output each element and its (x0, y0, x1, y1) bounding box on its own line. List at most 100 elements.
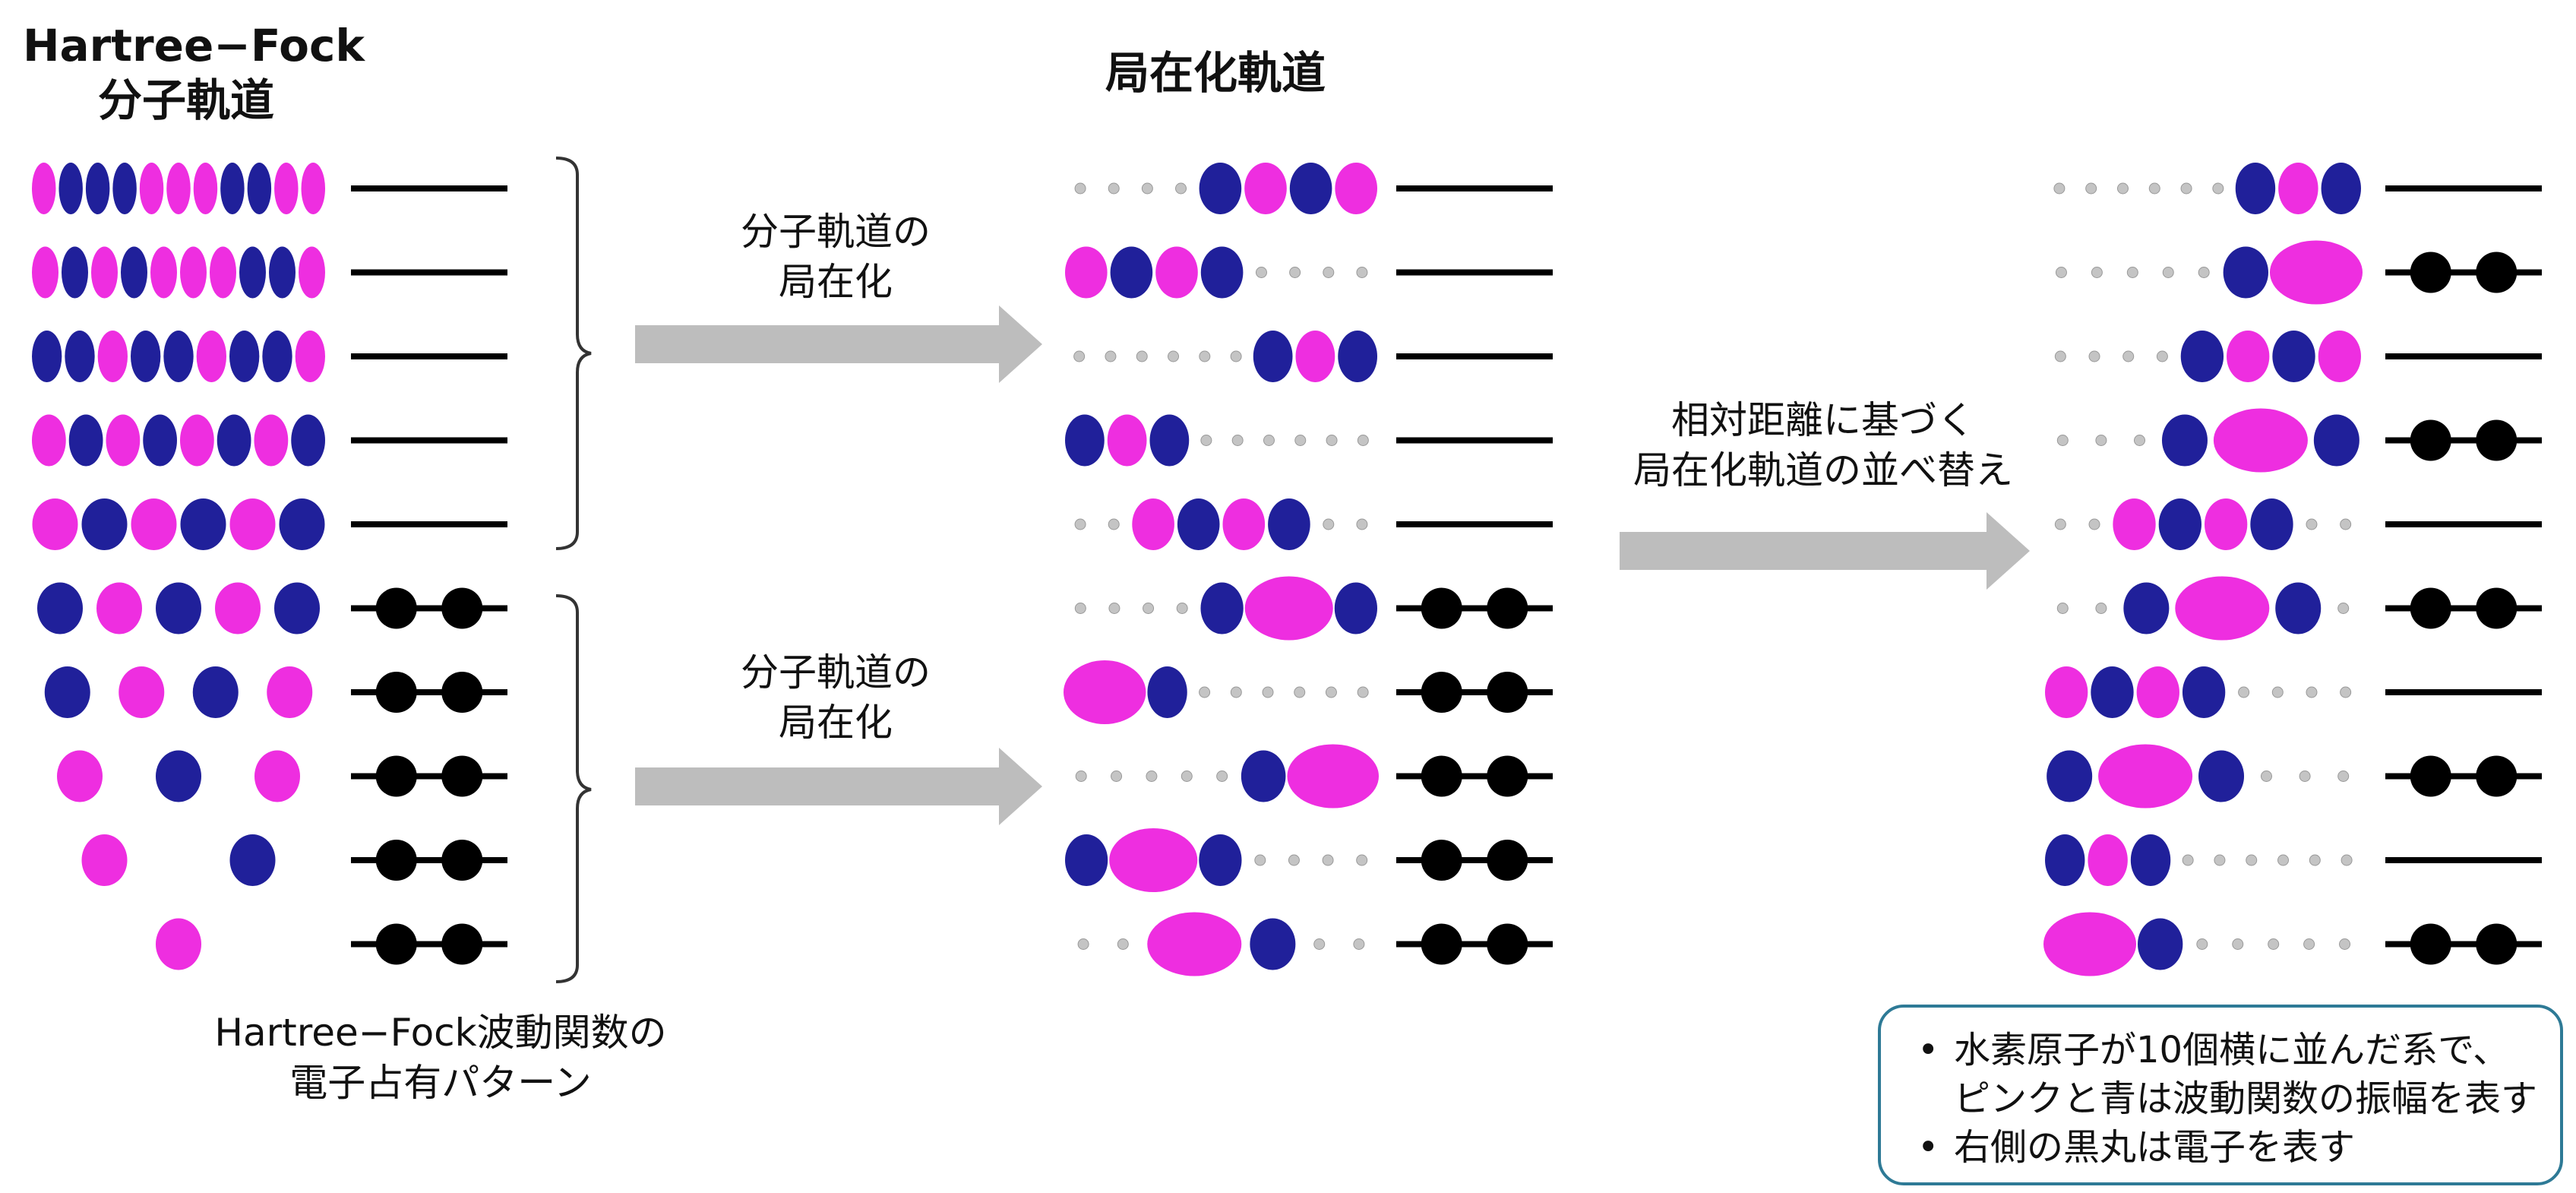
localize-label-lower-line2: 局在化 (779, 701, 893, 745)
positive-lobe (106, 414, 141, 467)
positive-lobe (2045, 666, 2088, 718)
electron-dot (1487, 923, 1528, 965)
hydrogen-atom (1356, 854, 1368, 866)
energy-level-10 (2385, 923, 2542, 965)
negative-lobe (1250, 918, 1296, 970)
positive-lobe (139, 163, 164, 214)
hydrogen-atom (2095, 603, 2107, 614)
hydrogen-atom (1255, 267, 1267, 278)
hydrogen-atom (1322, 854, 1334, 866)
positive-lobe (32, 414, 66, 467)
negative-lobe (229, 834, 276, 886)
hydrogen-atom (1313, 938, 1326, 950)
electron-dot (2476, 252, 2518, 293)
orbital-row-4 (32, 414, 325, 467)
electron-dot (2410, 252, 2451, 293)
hydrogen-atom (1108, 182, 1120, 195)
hydrogen-atom (2271, 686, 2284, 698)
negative-lobe (2182, 666, 2226, 718)
negative-lobe (121, 246, 147, 299)
orbital-row-4 (1065, 414, 1369, 467)
orbital-row-2 (2055, 240, 2363, 305)
negative-lobe (1241, 750, 1286, 802)
hydrogen-atom (1073, 350, 1086, 362)
hydrogen-atom (2340, 686, 2352, 698)
localized-orbitals (1064, 163, 1380, 976)
electron-dot (2410, 755, 2451, 797)
electron-dot (2476, 923, 2518, 965)
electron-dot (2410, 419, 2451, 461)
positive-lobe (215, 582, 261, 634)
positive-lobe (2213, 408, 2308, 473)
energy-level-8 (351, 755, 507, 797)
positive-lobe (1295, 331, 1335, 382)
negative-lobe (279, 498, 325, 550)
negative-lobe (81, 498, 128, 550)
hydrogen-atom (2182, 854, 2194, 866)
negative-lobe (2272, 331, 2315, 382)
energy-level-4 (2385, 419, 2542, 461)
hartree-fock-orbitals (32, 163, 326, 970)
negative-lobe (1200, 246, 1244, 299)
positive-lobe (1132, 498, 1174, 550)
orbital-row-3 (2054, 331, 2361, 382)
positive-lobe (150, 246, 177, 299)
reordered-localized-orbitals (2043, 163, 2363, 976)
localize-arrow-lower (635, 748, 1042, 825)
negative-lobe (269, 246, 296, 299)
electron-dot (441, 672, 483, 713)
positive-lobe (2269, 240, 2363, 305)
negative-lobe (58, 163, 83, 214)
orbital-row-9 (1065, 828, 1368, 892)
positive-lobe (196, 331, 227, 382)
hydrogen-atom (1289, 267, 1301, 278)
localize-arrow-upper (635, 305, 1042, 383)
hydrogen-atom (1200, 435, 1212, 446)
hydrogen-atom (1254, 854, 1266, 866)
negative-lobe (2091, 666, 2134, 718)
positive-lobe (267, 666, 313, 718)
hydrogen-atom (1077, 938, 1089, 950)
positive-lobe (1222, 498, 1266, 550)
hydrogen-atom (2339, 938, 2351, 950)
hydrogen-atom (1288, 854, 1300, 866)
positive-lobe (96, 582, 142, 634)
orbital-row-6 (1074, 576, 1377, 641)
positive-lobe (2098, 744, 2193, 809)
hydrogen-atom (2306, 518, 2318, 530)
hydrogen-atom (2196, 938, 2208, 950)
negative-lobe (32, 331, 62, 382)
hydrogen-atom (1356, 518, 1368, 530)
positive-lobe (2088, 834, 2128, 886)
orbital-row-2 (32, 246, 325, 299)
positive-lobe (274, 163, 299, 214)
negative-lobe (44, 666, 90, 718)
positive-lobe (2318, 331, 2361, 382)
hydrogen-atom (1108, 518, 1120, 530)
orbital-row-10 (2043, 912, 2351, 976)
positive-lobe (1109, 828, 1198, 892)
hydrogen-atom (2054, 350, 2066, 362)
orbital-row-6 (37, 582, 320, 634)
negative-lobe (229, 331, 260, 382)
hydrogen-atom (2134, 435, 2146, 446)
hydrogen-atom (2056, 603, 2069, 614)
negative-lobe (1334, 582, 1377, 634)
positive-lobe (156, 918, 201, 970)
hydrogen-atom (1074, 518, 1086, 530)
electron-dot (1421, 840, 1462, 881)
electron-dot (1421, 923, 1462, 965)
negative-lobe (2180, 331, 2224, 382)
electron-dot (1487, 755, 1528, 797)
orbital-row-8 (2047, 744, 2350, 809)
positive-lobe (193, 163, 218, 214)
note-item-1-line2: ピンクと青は波動関数の振幅を表す (1954, 1077, 2538, 1120)
electron-dot (441, 923, 483, 965)
orbital-row-3 (1073, 331, 1377, 382)
hydrogen-atom (1199, 350, 1211, 362)
occupied-orbitals-brace (555, 594, 592, 983)
negative-lobe (2250, 498, 2293, 550)
negative-lobe (192, 666, 239, 718)
hydrogen-atom (2053, 182, 2066, 195)
